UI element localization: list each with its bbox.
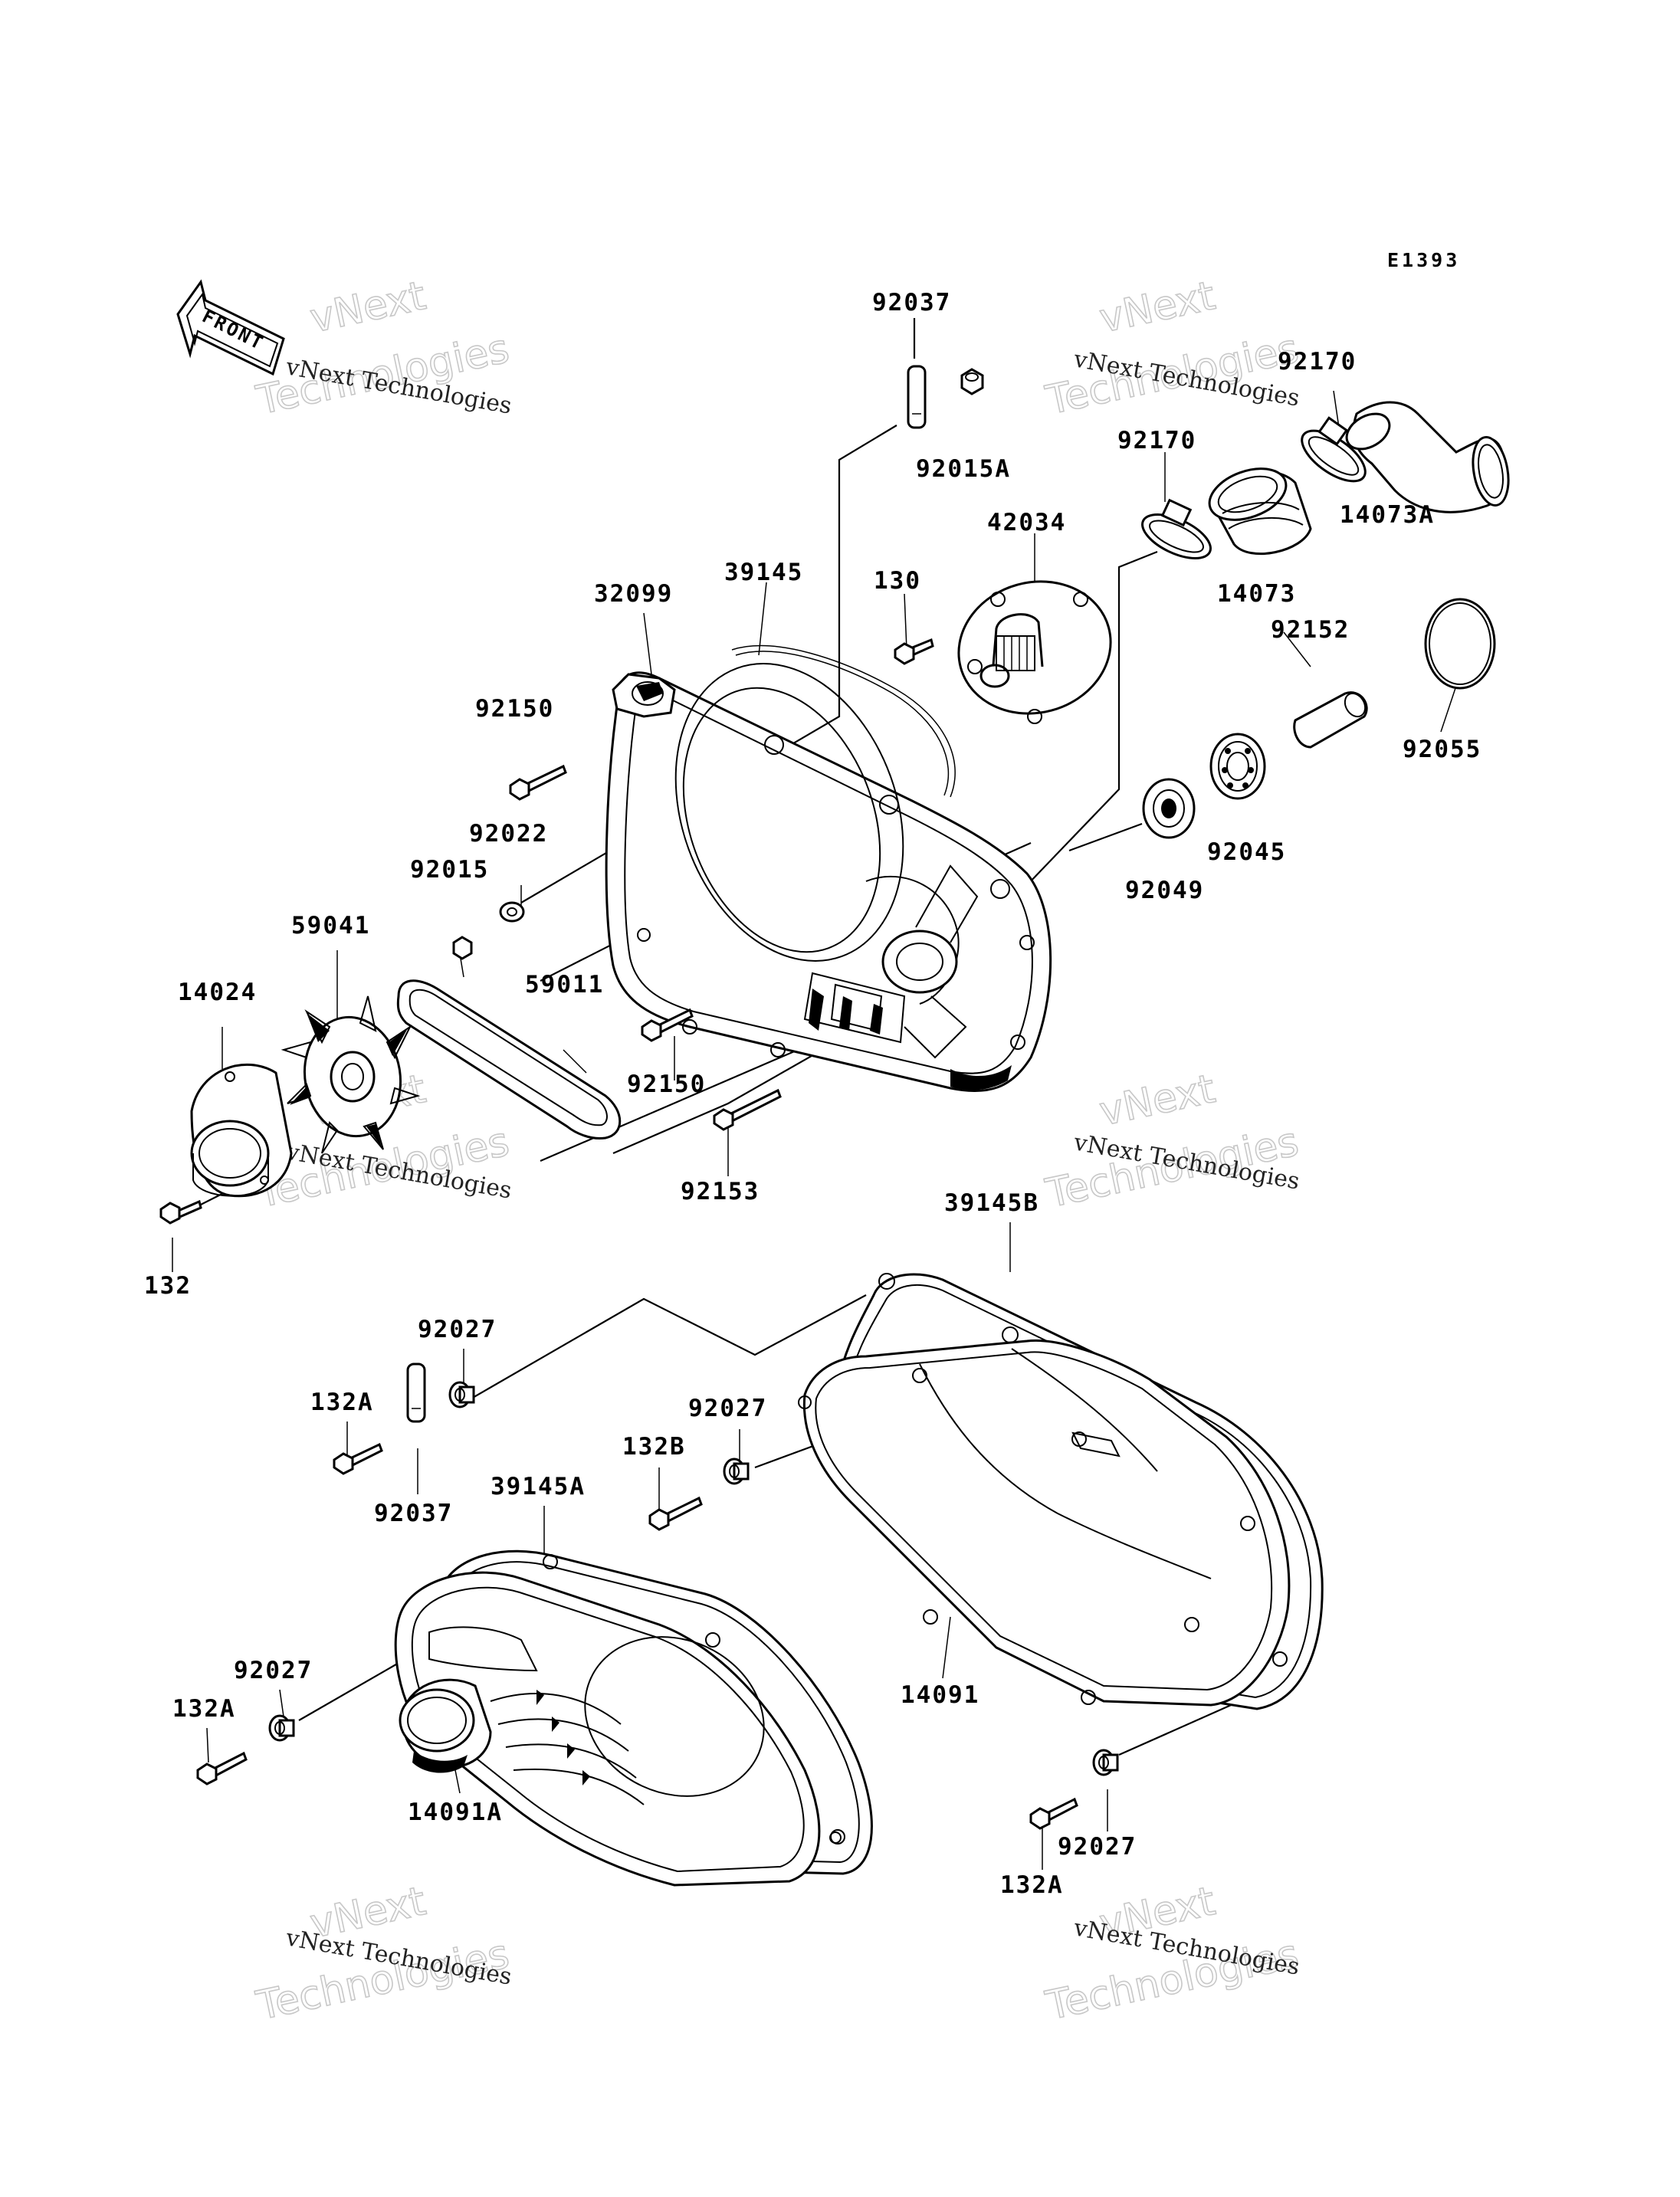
clamp-92170-icon	[1141, 498, 1212, 559]
bolt-132A-lower-right-icon	[1029, 1797, 1078, 1830]
collar-92027-upper-icon	[448, 1381, 475, 1408]
part-label[interactable]: 92027	[1058, 1833, 1137, 1861]
part-labels: 92037 92015A 92170 92170 14073A 42034 14…	[144, 289, 1481, 1899]
drive-belt-59011	[396, 979, 622, 1140]
part-label[interactable]: 14073A	[1340, 501, 1435, 529]
part-label[interactable]: 132A	[172, 1695, 236, 1723]
watermark-mid-right: vNext Technologies	[1041, 1065, 1303, 1218]
part-label[interactable]: 92027	[234, 1657, 313, 1684]
part-label[interactable]: 132A	[310, 1389, 374, 1416]
air-duct-14073A	[1345, 401, 1510, 513]
bolt-132A-upper-icon	[333, 1442, 383, 1475]
collar-92027-lower-right-icon	[1092, 1749, 1119, 1776]
part-label[interactable]: 92055	[1403, 736, 1481, 763]
bolt-132B-icon	[648, 1496, 703, 1531]
drive-shaft-housing-42034	[957, 580, 1112, 724]
part-label[interactable]: 92150	[475, 695, 554, 723]
bolt-92153-icon	[713, 1088, 782, 1131]
part-label[interactable]: 132B	[622, 1433, 686, 1461]
part-label[interactable]: 130	[874, 567, 921, 595]
svg-text:vNext: vNext	[1096, 273, 1219, 342]
collar-92027-lower-left-icon	[268, 1714, 295, 1742]
part-label[interactable]: 39145B	[944, 1189, 1039, 1217]
bolt-130-icon	[894, 638, 934, 665]
diagram-code: E1393	[1387, 249, 1460, 271]
washer-92022-icon	[499, 901, 525, 923]
part-label[interactable]: 132A	[1000, 1871, 1064, 1899]
front-arrow-icon: FRONT	[176, 279, 285, 376]
bolt-92150-upper-icon	[509, 764, 567, 801]
part-label[interactable]: 14091	[901, 1681, 979, 1709]
part-label[interactable]: 59011	[525, 971, 604, 998]
part-label[interactable]: 39145	[724, 559, 803, 586]
part-label[interactable]: 42034	[987, 509, 1066, 536]
bolt-92150-lower-icon	[641, 1008, 694, 1042]
part-label[interactable]: 92153	[681, 1178, 760, 1205]
nut-92015-icon	[452, 936, 473, 960]
intake-boot-14073	[1208, 467, 1312, 556]
part-label[interactable]: 92049	[1125, 877, 1204, 904]
part-label[interactable]: 92027	[418, 1316, 497, 1343]
outer-cover-14091A	[394, 1571, 842, 1887]
part-label[interactable]: 92022	[469, 820, 548, 848]
fan-impeller-59041	[281, 995, 421, 1154]
collar-92152-icon	[1293, 691, 1368, 749]
fan-cover-14024	[190, 1063, 293, 1198]
part-label[interactable]: 132	[144, 1272, 192, 1300]
part-label[interactable]: 92152	[1271, 616, 1350, 644]
outer-cover-14091	[798, 1326, 1291, 1707]
part-label[interactable]: 92170	[1117, 427, 1196, 454]
clamp-92170-top-icon	[1301, 416, 1367, 483]
strap-92037-bottom-icon	[406, 1362, 426, 1423]
part-label[interactable]: 32099	[594, 580, 673, 608]
part-label[interactable]: 92037	[872, 289, 951, 316]
part-label[interactable]: 39145A	[491, 1473, 586, 1500]
part-label[interactable]: 92027	[688, 1395, 767, 1422]
bolt-132-icon	[159, 1199, 202, 1225]
part-label[interactable]: 92037	[374, 1500, 453, 1527]
oil-seal-92049-icon	[1142, 778, 1196, 839]
gasket-39145	[731, 644, 956, 798]
inner-converter-cover-32099	[605, 663, 1052, 1093]
svg-text:vNext: vNext	[307, 273, 430, 342]
strap-92037-top-icon	[907, 365, 927, 429]
collar-92027-middle-icon	[723, 1458, 750, 1485]
part-label[interactable]: 14073	[1217, 580, 1296, 608]
o-ring-92055-icon	[1424, 598, 1496, 690]
part-label[interactable]: 92170	[1278, 348, 1357, 375]
part-label[interactable]: 92150	[627, 1071, 706, 1098]
bolt-132A-lower-left-icon	[196, 1751, 248, 1785]
part-label[interactable]: 92045	[1207, 838, 1286, 866]
part-label[interactable]: 92015	[410, 856, 489, 884]
part-label[interactable]: 14024	[178, 979, 257, 1006]
svg-text:vNext: vNext	[1096, 1066, 1219, 1135]
part-label[interactable]: 14091A	[408, 1799, 503, 1826]
part-label[interactable]: 59041	[291, 912, 370, 939]
nut-92015A-icon	[960, 368, 984, 395]
bearing-92045-icon	[1209, 733, 1266, 800]
part-label[interactable]: 92015A	[916, 455, 1011, 483]
